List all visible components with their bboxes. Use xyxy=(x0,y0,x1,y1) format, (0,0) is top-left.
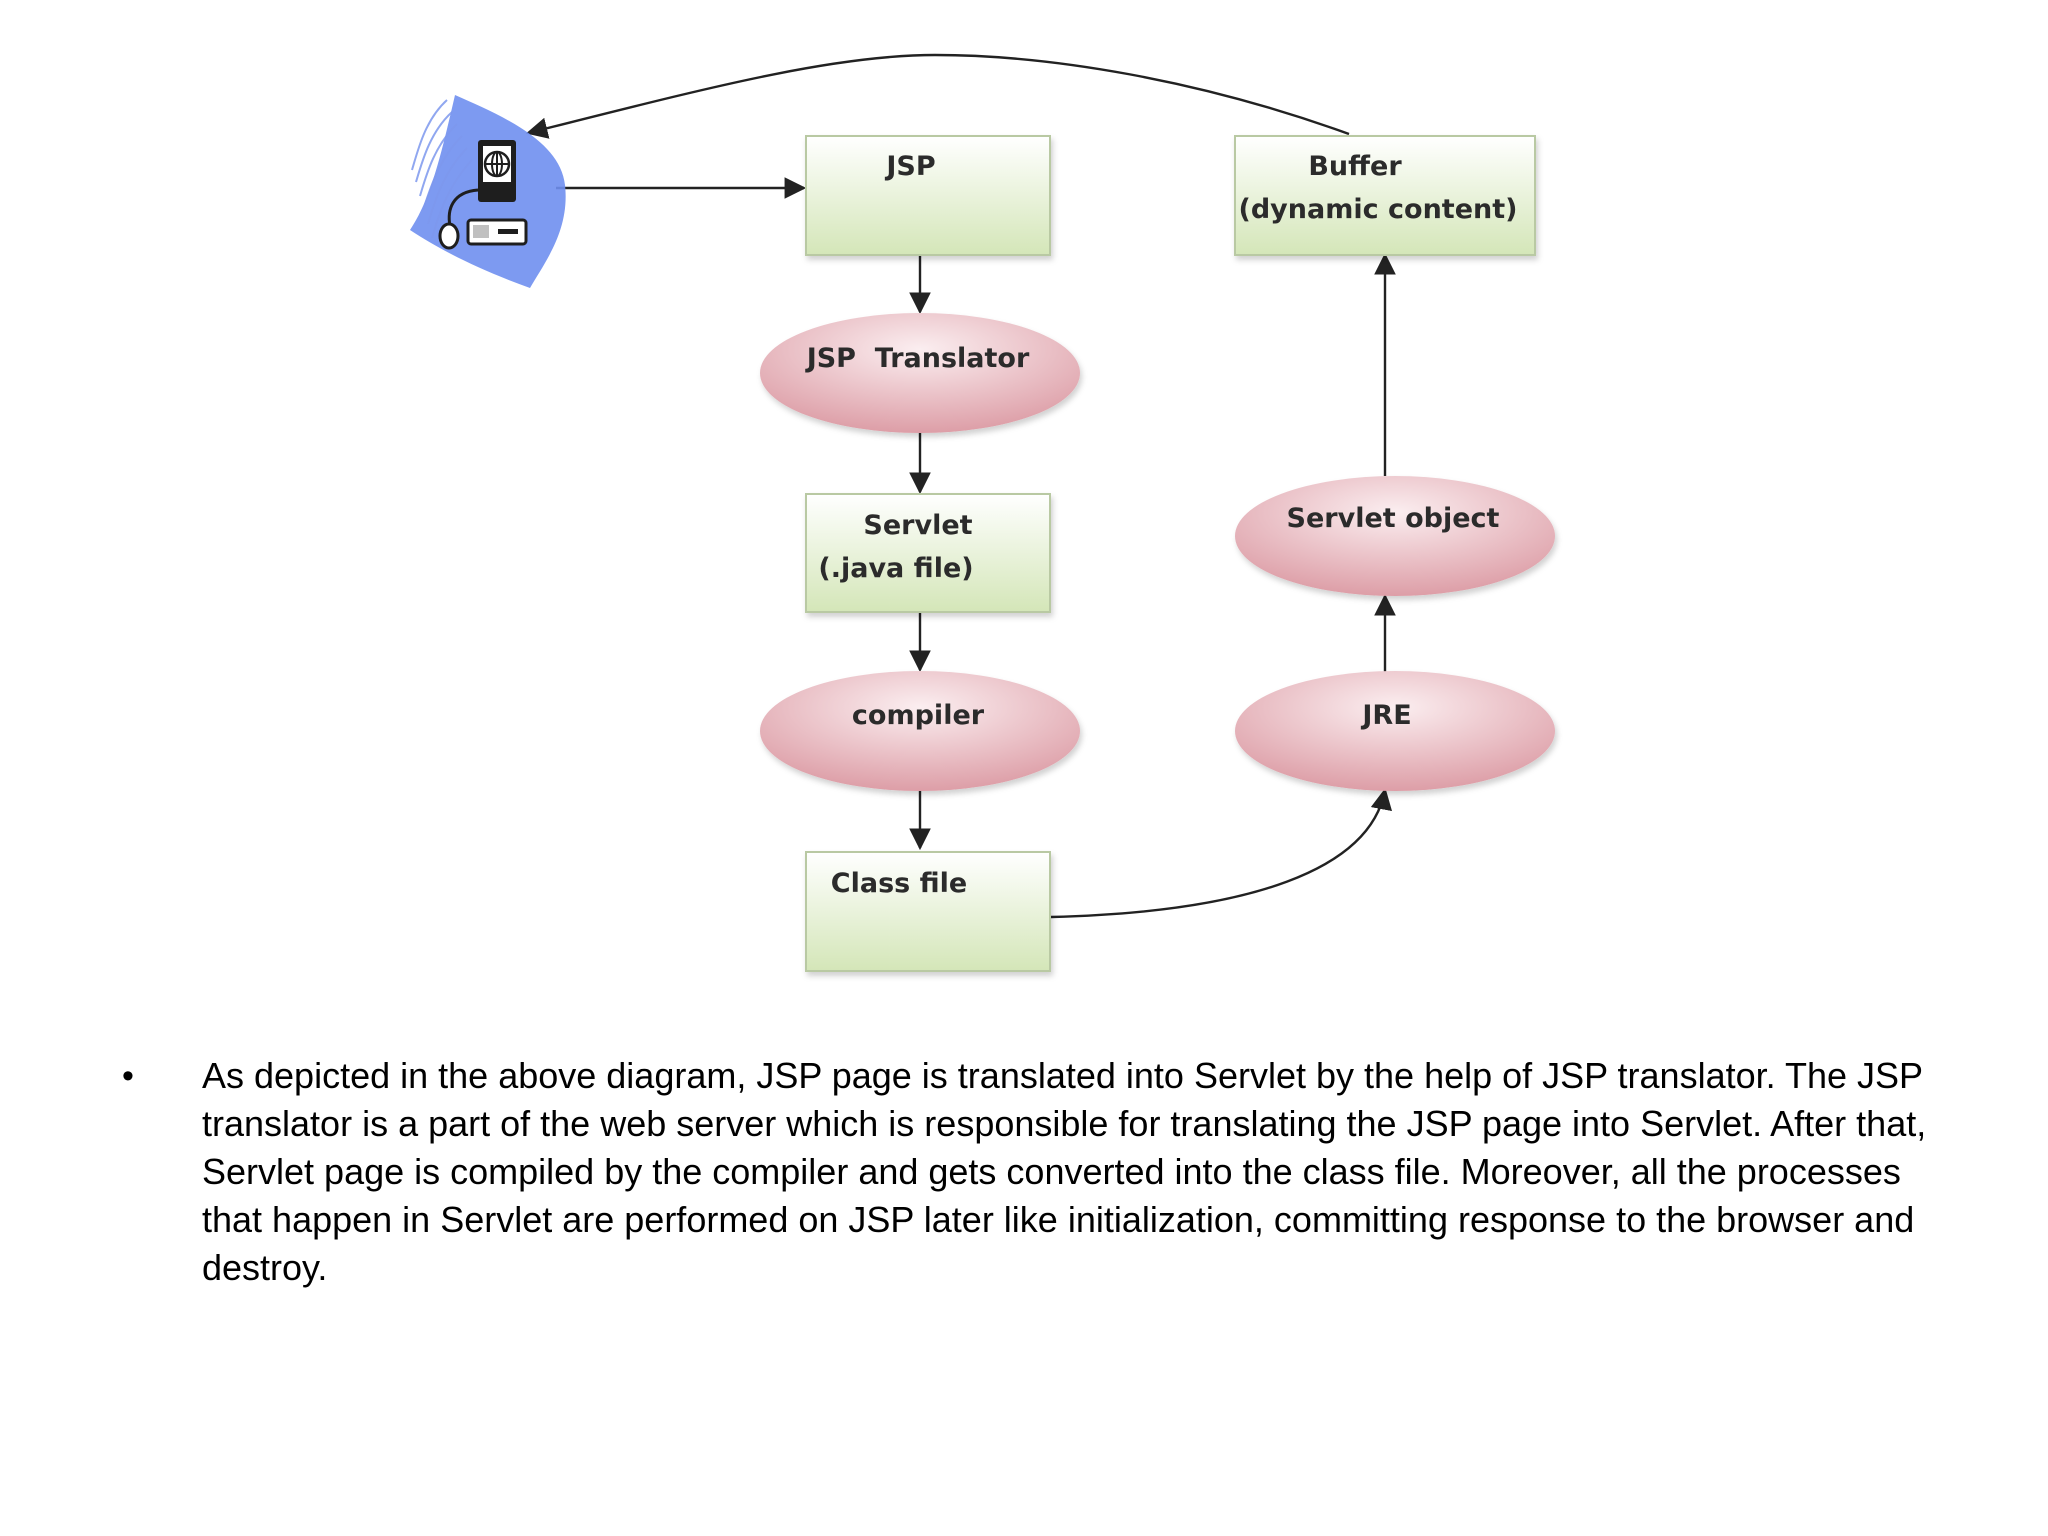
compiler-ellipse: compiler xyxy=(760,671,1080,791)
class-file-label: Class file xyxy=(831,868,967,899)
arrow-classfile-to-jre xyxy=(1050,787,1393,919)
buffer-box-label: Buffer xyxy=(1308,151,1402,182)
buffer-box: Buffer (dynamic content) xyxy=(1234,135,1536,256)
explanation-bullet: • As depicted in the above diagram, JSP … xyxy=(122,1052,1942,1292)
jre-ellipse: JRE xyxy=(1235,671,1555,791)
jsp-box: JSP xyxy=(805,135,1051,256)
jre-label: JRE xyxy=(1360,700,1411,731)
servlet-box-sublabel: (.java file) xyxy=(818,553,973,584)
jsp-processing-diagram: JSP Buffer (dynamic content) JSP Transla… xyxy=(410,53,1555,972)
servlet-box-label: Servlet xyxy=(863,510,972,541)
compiler-label: compiler xyxy=(852,700,985,731)
jsp-translator-ellipse: JSP Translator xyxy=(760,313,1080,433)
jsp-box-label: JSP xyxy=(884,151,935,182)
explanation-text: As depicted in the above diagram, JSP pa… xyxy=(202,1055,1927,1288)
servlet-object-ellipse: Servlet object xyxy=(1235,476,1555,596)
client-computer-icon xyxy=(410,95,566,288)
servlet-box: Servlet (.java file) xyxy=(805,493,1051,613)
buffer-box-sublabel: (dynamic content) xyxy=(1239,194,1518,225)
arrow-buffer-to-client xyxy=(525,53,1350,139)
servlet-object-label: Servlet object xyxy=(1287,503,1500,534)
class-file-box: Class file xyxy=(805,851,1051,972)
bullet-marker: • xyxy=(122,1057,134,1095)
jsp-translator-label: JSP Translator xyxy=(805,343,1030,374)
